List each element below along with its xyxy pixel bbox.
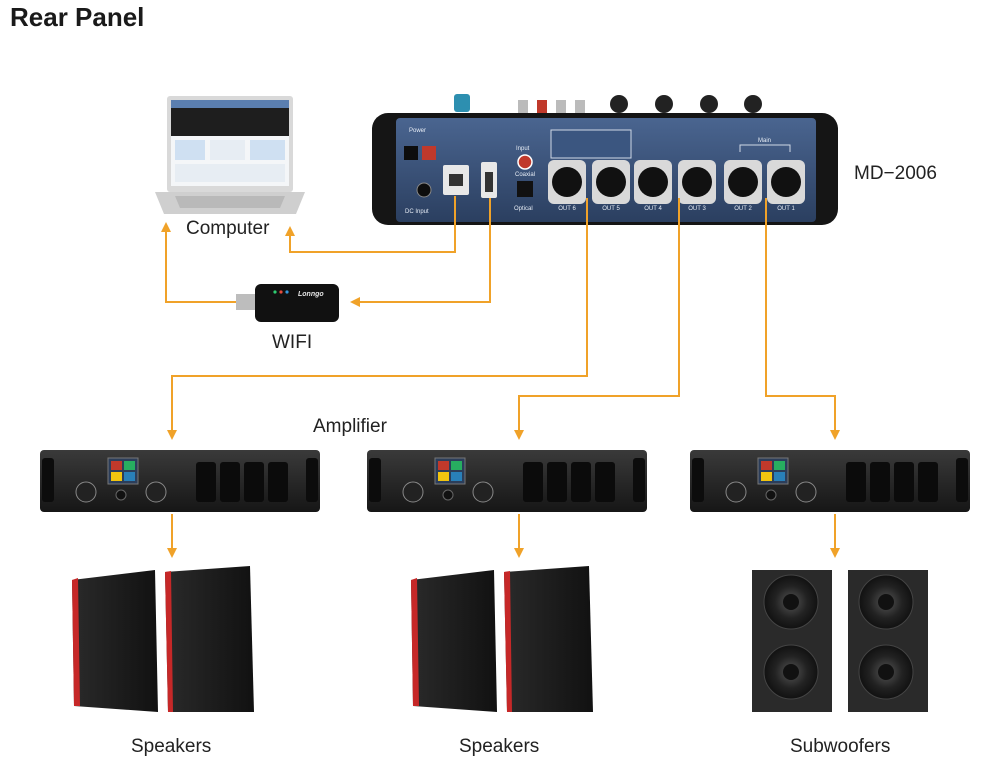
- xlr-outputs: OUT 6 OUT 5 OUT 4 OUT 3 OUT 2: [548, 160, 805, 212]
- speakers-label-1: Speakers: [131, 736, 212, 757]
- mixer-unit: Power DC Input Input Coaxial Optical Mai…: [372, 94, 838, 225]
- xlr-out-2-label: OUT 2: [734, 206, 752, 212]
- arrow-usb-to-wifi: [350, 198, 491, 307]
- xlr-out-1[interactable]: OUT 1: [767, 160, 805, 212]
- coaxial-label: Coaxial: [515, 172, 535, 178]
- optical-port[interactable]: [517, 181, 533, 197]
- power-label: Power: [409, 128, 426, 134]
- arrow-out-to-amp3: [765, 198, 840, 440]
- xlr-out-2[interactable]: OUT 2: [724, 160, 762, 212]
- xlr-out-6-label: OUT 6: [558, 206, 576, 212]
- main-label: Main: [758, 138, 771, 144]
- xlr-out-5-label: OUT 5: [602, 206, 620, 212]
- arrow-out-to-amp1: [167, 198, 588, 440]
- xlr-out-6[interactable]: OUT 6: [548, 160, 586, 212]
- xlr-out-4[interactable]: OUT 4: [634, 160, 672, 212]
- subwoofer-pair: [752, 570, 928, 712]
- arrow-wifi-to-computer: [161, 222, 236, 303]
- arrow-usb-to-computer: [285, 196, 456, 253]
- xlr-out-3[interactable]: OUT 3: [678, 160, 716, 212]
- xlr-out-5[interactable]: OUT 5: [592, 160, 630, 212]
- amplifier-3: [690, 450, 970, 512]
- mixer-label: MD−2006: [854, 163, 937, 184]
- power-indicator: [422, 146, 436, 160]
- power-switch[interactable]: [404, 146, 418, 160]
- amplifier-label: Amplifier: [313, 416, 387, 437]
- dc-input-jack[interactable]: [416, 182, 432, 198]
- speaker-pair-2: [411, 566, 593, 712]
- connection-arrows: [161, 196, 840, 558]
- wifi-dongle: Lonngo: [236, 284, 339, 322]
- amplifier-2: [367, 450, 647, 512]
- wifi-label: WIFI: [272, 332, 313, 353]
- dc-input-label: DC Input: [405, 209, 429, 215]
- speakers-label-2: Speakers: [459, 736, 540, 757]
- page-title: Rear Panel: [10, 2, 145, 32]
- subwoofers-label: Subwoofers: [790, 736, 891, 757]
- input-label: Input: [516, 146, 530, 152]
- mixer-top-knobs: [454, 94, 762, 114]
- optical-label: Optical: [514, 206, 533, 212]
- speaker-pair-1: [72, 566, 254, 712]
- xlr-out-1-label: OUT 1: [777, 206, 795, 212]
- xlr-out-3-label: OUT 3: [688, 206, 706, 212]
- amplifier-1: [40, 450, 320, 512]
- xlr-out-4-label: OUT 4: [644, 206, 662, 212]
- arrow-out-to-amp2: [514, 198, 680, 440]
- caution-box: [550, 129, 632, 159]
- wifi-dongle-brand: Lonngo: [298, 291, 324, 298]
- coaxial-jack[interactable]: [517, 154, 533, 170]
- laptop-computer: [155, 96, 305, 214]
- computer-label: Computer: [186, 218, 270, 239]
